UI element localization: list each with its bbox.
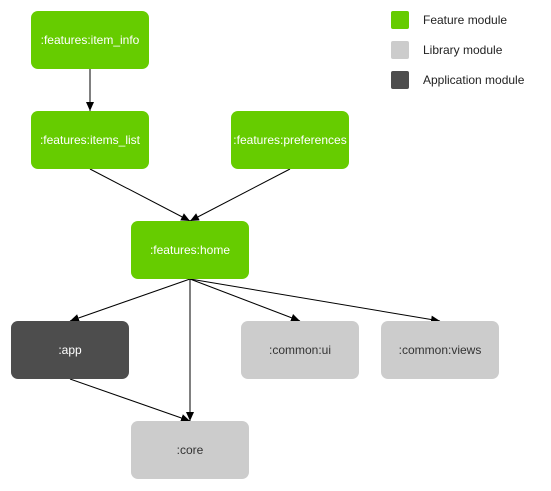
node-app[interactable]: :app <box>11 321 129 379</box>
legend-label: Application module <box>423 73 525 87</box>
node-label: :core <box>176 443 204 457</box>
node-common-views[interactable]: :common:views <box>381 321 499 379</box>
node-features-items-list[interactable]: :features:items_list <box>31 111 149 169</box>
legend-item-feature: Feature module <box>391 11 507 29</box>
edge-home-to-app <box>69 278 191 322</box>
edge-home-to-common_ui <box>189 278 301 322</box>
legend-swatch-feature <box>391 11 409 29</box>
node-features-preferences[interactable]: :features:preferences <box>231 111 349 169</box>
legend-label: Feature module <box>423 13 508 27</box>
edge-preferences-to-home <box>189 168 291 222</box>
node-label: :common:views <box>398 343 482 357</box>
legend-swatch-application <box>391 71 409 89</box>
legend-item-application: Application module <box>391 71 524 89</box>
node-features-item-info[interactable]: :features:item_info <box>31 11 149 69</box>
edge-home-to-common_views <box>189 278 441 324</box>
node-core[interactable]: :core <box>131 421 249 479</box>
node-features-home[interactable]: :features:home <box>131 221 249 279</box>
node-label: :features:items_list <box>39 133 141 147</box>
edge-items_list-to-home <box>89 168 191 222</box>
node-label: :app <box>58 343 82 357</box>
node-label: :features:preferences <box>233 133 347 147</box>
node-label: :features:item_info <box>40 33 140 47</box>
node-label: :features:home <box>149 243 231 257</box>
legend-label: Library module <box>423 43 503 57</box>
edge-app-to-core <box>69 378 191 422</box>
node-common-ui[interactable]: :common:ui <box>241 321 359 379</box>
legend-item-library: Library module <box>391 41 502 59</box>
legend-swatch-library <box>391 41 409 59</box>
node-label: :common:ui <box>268 343 332 357</box>
